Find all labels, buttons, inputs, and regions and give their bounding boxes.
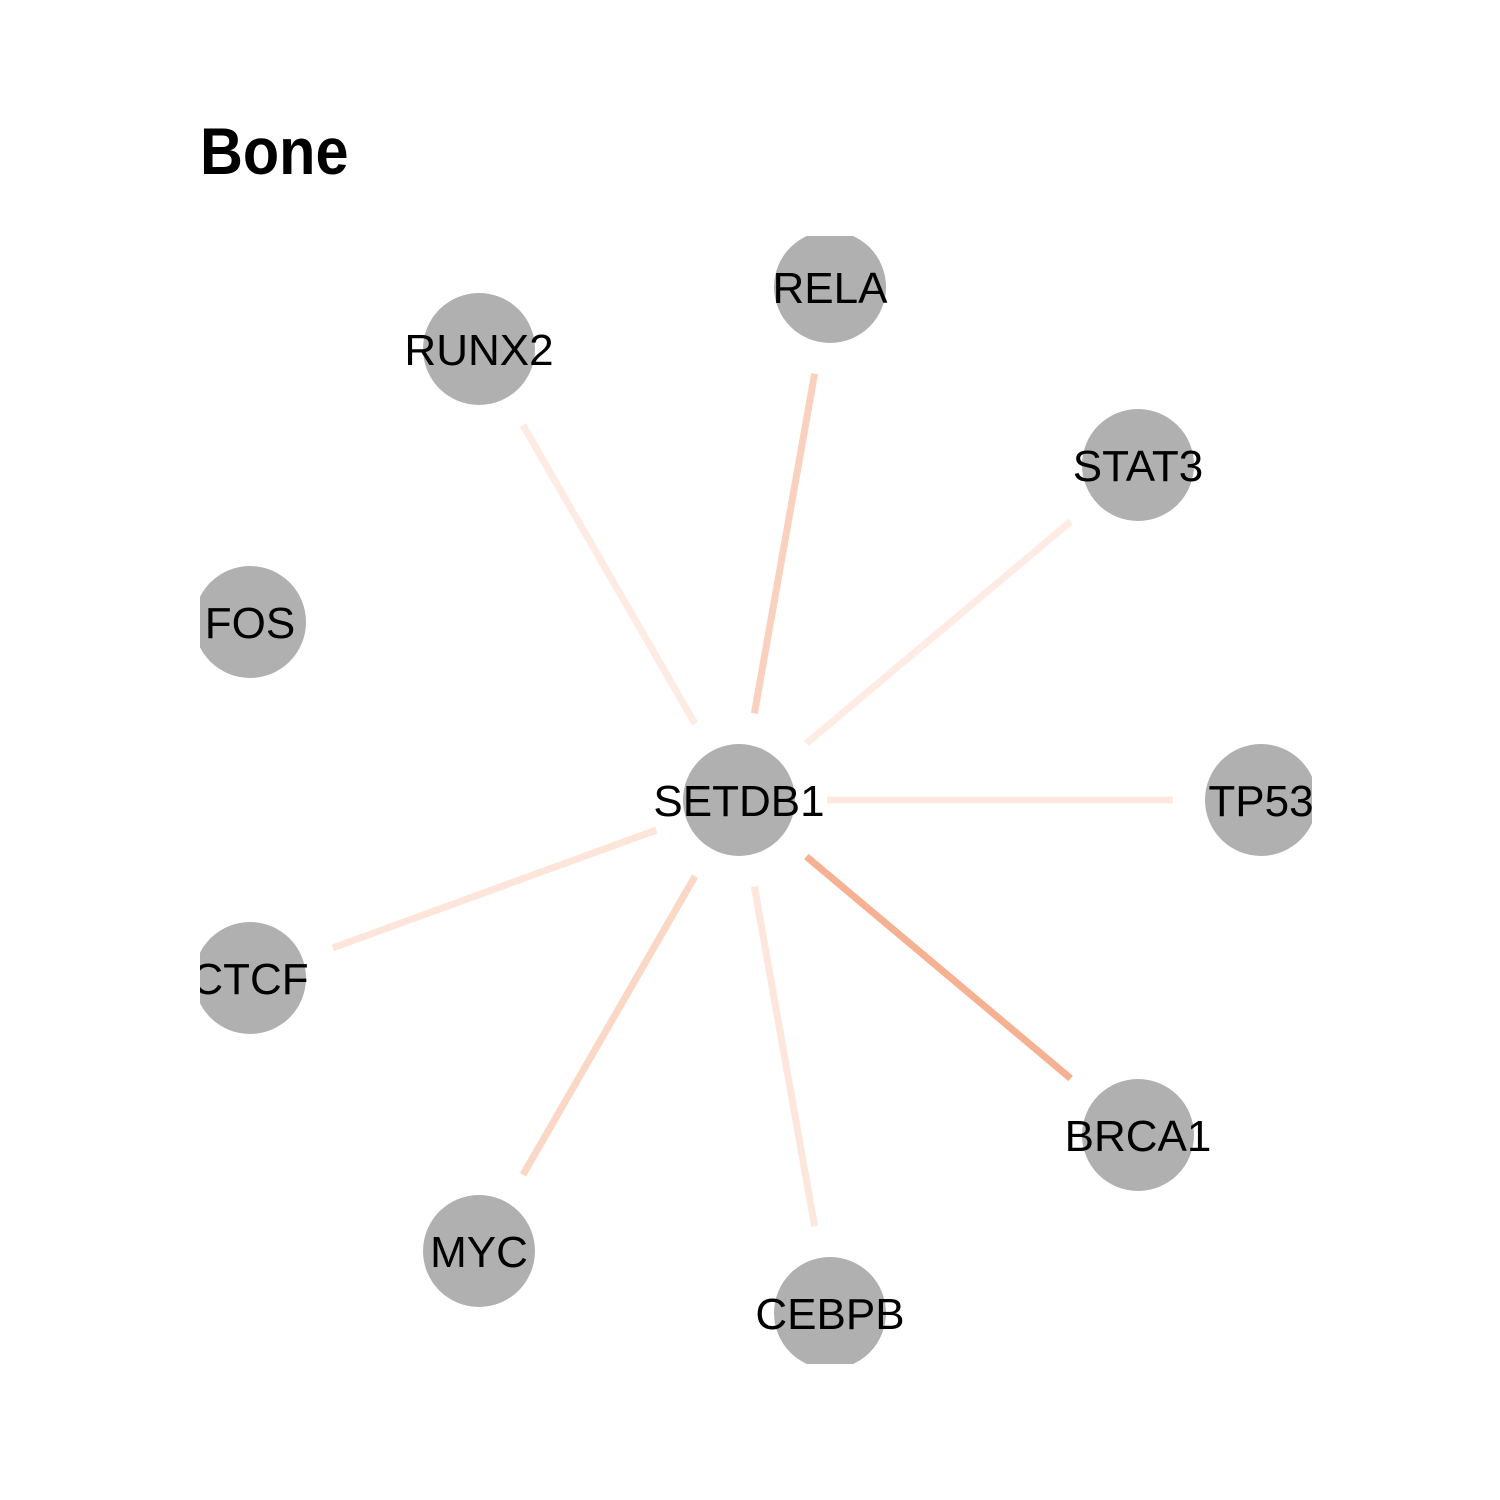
node-circle (774, 1257, 886, 1364)
edge-setdb1-myc (519, 874, 699, 1177)
node-label: BRCA1 (1065, 1112, 1212, 1161)
edge-setdb1-brca1 (804, 853, 1073, 1082)
edge-setdb1-stat3 (804, 518, 1073, 747)
node-setdb1: SETDB1 (653, 744, 825, 856)
node-tp53: TP53 (1205, 744, 1313, 856)
node-circle (1082, 409, 1194, 521)
edge-setdb1-cebpb (750, 886, 819, 1227)
node-label: MYC (430, 1228, 528, 1277)
node-cebpb: CEBPB (755, 1257, 905, 1364)
edge-setdb1-ctcf (331, 826, 658, 952)
panel-title: Bone (200, 114, 349, 188)
node-label: TP53 (1208, 777, 1313, 826)
node-circle (200, 922, 306, 1034)
node-brca1: BRCA1 (1065, 1079, 1212, 1191)
node-circle (423, 1195, 535, 1307)
edge-setdb1-runx2 (519, 423, 699, 726)
edge-setdb1-rela (750, 373, 819, 714)
node-circle (423, 293, 535, 405)
node-circle (1205, 744, 1312, 856)
node-runx2: RUNX2 (404, 293, 554, 405)
node-ctcf: CTCF (191, 922, 309, 1034)
node-label: RELA (773, 264, 889, 313)
node-circle (1082, 1079, 1194, 1191)
node-label: RUNX2 (404, 326, 553, 375)
node-label: FOS (205, 599, 295, 648)
node-label: SETDB1 (653, 777, 824, 826)
edges-layer (331, 373, 1173, 1227)
node-circle (200, 566, 306, 678)
node-myc: MYC (423, 1195, 535, 1307)
node-circle (774, 236, 886, 343)
node-label: CEBPB (755, 1290, 904, 1339)
node-rela: RELA (773, 236, 889, 343)
node-circle (683, 744, 795, 856)
node-stat3: STAT3 (1073, 409, 1203, 521)
node-label: CTCF (191, 955, 308, 1004)
node-label: STAT3 (1073, 442, 1203, 491)
node-fos: FOS (200, 566, 306, 678)
